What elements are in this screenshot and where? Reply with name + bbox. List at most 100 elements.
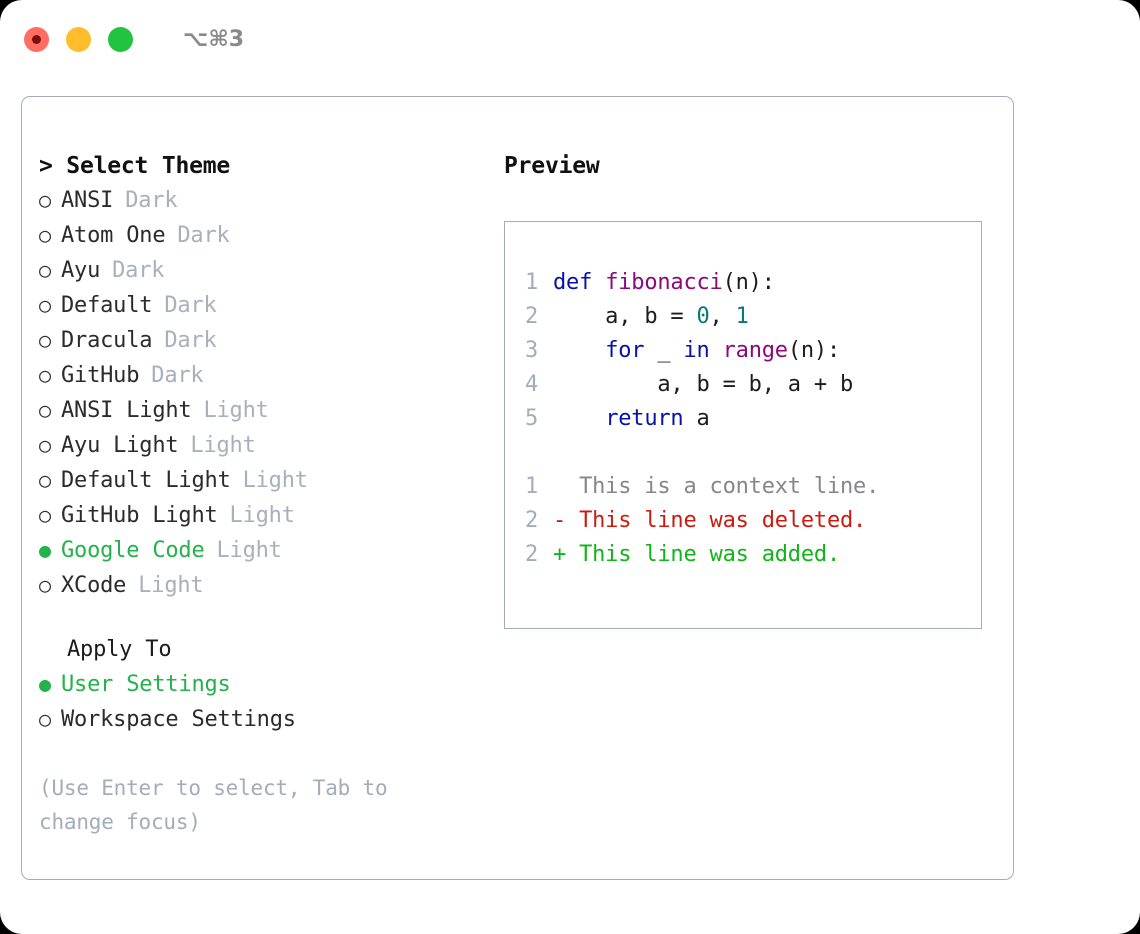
radio-unselected-icon: ○ bbox=[39, 223, 51, 247]
theme-option-default[interactable]: ○ Default Dark bbox=[39, 288, 486, 323]
code-line-number: 5 bbox=[525, 406, 539, 431]
theme-option-label: Default bbox=[61, 293, 153, 318]
theme-option-label: XCode bbox=[61, 573, 127, 598]
titlebar: ⌥⌘3 bbox=[0, 0, 1140, 78]
code-line-text: a, b = 0, 1 bbox=[553, 300, 749, 334]
radio-unselected-icon: ○ bbox=[39, 573, 51, 597]
code-token-pl: (n): bbox=[787, 338, 841, 363]
diff-line: 2 - This line was deleted. bbox=[525, 504, 981, 538]
radio-unselected-icon: ○ bbox=[39, 503, 51, 527]
radio-unselected-icon: ○ bbox=[39, 468, 51, 492]
radio-unselected-icon: ○ bbox=[39, 363, 51, 387]
code-token-pl: a, b = b, a + b bbox=[553, 372, 854, 397]
theme-option-ansi[interactable]: ○ ANSI Dark bbox=[39, 183, 486, 218]
code-line-text: return a bbox=[553, 402, 710, 436]
theme-option-ayu-light[interactable]: ○ Ayu Light Light bbox=[39, 428, 486, 463]
theme-option-default-light[interactable]: ○ Default Light Light bbox=[39, 463, 486, 498]
code-token-pl bbox=[553, 406, 605, 431]
theme-option-label: ANSI bbox=[61, 188, 114, 213]
code-line-number: 2 bbox=[525, 304, 539, 329]
code-token-kw: for bbox=[605, 338, 658, 363]
code-token-pl: a, b = bbox=[553, 304, 697, 329]
diff-line-text-ctx: This is a context line. bbox=[553, 474, 880, 499]
theme-variant-badge: Light bbox=[242, 468, 308, 493]
apply-to-list: ● User Settings ○ Workspace Settings bbox=[39, 667, 486, 737]
apply-to-option-workspace-settings[interactable]: ○ Workspace Settings bbox=[39, 702, 486, 737]
radio-unselected-icon: ○ bbox=[39, 293, 51, 317]
theme-variant-badge: Light bbox=[229, 503, 295, 528]
radio-selected-icon: ● bbox=[39, 672, 51, 696]
code-line: 1 def fibonacci(n): bbox=[525, 266, 981, 300]
theme-option-label: Ayu Light bbox=[61, 433, 179, 458]
apply-to-header: Apply To bbox=[67, 637, 172, 662]
minimize-button-icon[interactable] bbox=[66, 26, 91, 52]
code-token-pl: (n): bbox=[722, 270, 775, 295]
diff-line-number: 2 bbox=[525, 508, 539, 533]
diff-line: 2+ This line was added. bbox=[525, 538, 981, 572]
preview-title: Preview bbox=[504, 153, 600, 179]
theme-option-label: GitHub bbox=[61, 363, 140, 388]
code-line-text: def fibonacci(n): bbox=[553, 266, 775, 300]
code-line: 4 a, b = b, a + b bbox=[525, 368, 981, 402]
apply-to-option-label: User Settings bbox=[61, 672, 231, 697]
theme-variant-badge: Light bbox=[203, 398, 269, 423]
select-theme-header: > Select Theme bbox=[39, 153, 231, 179]
radio-unselected-icon: ○ bbox=[39, 433, 51, 457]
apply-to-option-label: Workspace Settings bbox=[61, 707, 296, 732]
code-line-number: 1 bbox=[525, 270, 539, 295]
theme-variant-badge: Dark bbox=[125, 188, 178, 213]
radio-unselected-icon: ○ bbox=[39, 258, 51, 282]
code-line-number: 4 bbox=[525, 372, 539, 397]
theme-variant-badge: Dark bbox=[112, 258, 165, 283]
theme-option-github-light[interactable]: ○ GitHub Light Light bbox=[39, 498, 486, 533]
theme-variant-badge: Dark bbox=[164, 328, 217, 353]
theme-variant-badge: Dark bbox=[177, 223, 230, 248]
window-controls bbox=[24, 26, 133, 52]
apply-to-option-user-settings[interactable]: ● User Settings bbox=[39, 667, 486, 702]
diff-line-number: 1 bbox=[525, 474, 539, 499]
radio-selected-icon: ● bbox=[39, 538, 51, 562]
theme-option-label: Atom One bbox=[61, 223, 166, 248]
theme-option-ayu[interactable]: ○ Ayu Dark bbox=[39, 253, 486, 288]
code-line: 5 return a bbox=[525, 402, 981, 436]
theme-variant-badge: Light bbox=[190, 433, 256, 458]
theme-variant-badge: Dark bbox=[164, 293, 217, 318]
theme-option-label: ANSI Light bbox=[61, 398, 192, 423]
code-line-number: 3 bbox=[525, 338, 539, 363]
code-token-pl: a bbox=[696, 406, 710, 431]
diff-sample: 1 This is a context line. 2 - This line wa… bbox=[525, 470, 981, 572]
diff-line: 1 This is a context line. bbox=[525, 470, 981, 504]
code-token-pl: , bbox=[709, 304, 736, 329]
theme-option-label: GitHub Light bbox=[61, 503, 218, 528]
theme-option-label: Google Code bbox=[61, 538, 205, 563]
code-token-pl bbox=[553, 338, 605, 363]
theme-option-label: Ayu bbox=[61, 258, 101, 283]
keyboard-hint-text: (Use Enter to select, Tab to change focu… bbox=[39, 776, 388, 834]
theme-option-label: Default Light bbox=[61, 468, 231, 493]
maximize-button-icon[interactable] bbox=[108, 26, 133, 52]
code-token-fn: fibonacci bbox=[605, 270, 723, 295]
theme-option-label: Dracula bbox=[61, 328, 153, 353]
code-line-text: a, b = b, a + b bbox=[553, 368, 853, 402]
code-line: 3 for _ in range(n): bbox=[525, 334, 981, 368]
radio-unselected-icon: ○ bbox=[39, 707, 51, 731]
diff-line-text-del: - This line was deleted. bbox=[553, 508, 867, 533]
code-token-num: 1 bbox=[735, 304, 749, 329]
close-button-icon[interactable] bbox=[24, 26, 49, 52]
radio-unselected-icon: ○ bbox=[39, 188, 51, 212]
theme-option-atom-one[interactable]: ○ Atom One Dark bbox=[39, 218, 486, 253]
radio-unselected-icon: ○ bbox=[39, 328, 51, 352]
theme-option-dracula[interactable]: ○ Dracula Dark bbox=[39, 323, 486, 358]
code-token-pl: _ bbox=[657, 338, 684, 363]
code-token-num: 0 bbox=[696, 304, 710, 329]
code-line: 2 a, b = 0, 1 bbox=[525, 300, 981, 334]
code-line-text: for _ in range(n): bbox=[553, 334, 840, 368]
